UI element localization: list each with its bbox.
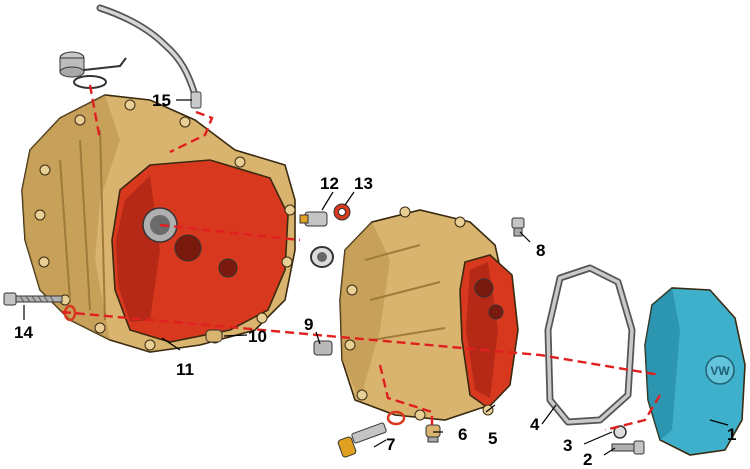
callout-5: 5 xyxy=(488,429,497,448)
svg-text:VW: VW xyxy=(710,364,730,378)
part-3-washer xyxy=(613,425,627,439)
breather-hose xyxy=(96,4,202,109)
part-13-nut xyxy=(333,203,351,221)
part-4-gasket xyxy=(544,264,636,426)
callout-12: 12 xyxy=(320,174,339,193)
callout-9: 9 xyxy=(304,315,313,334)
callout-10: 10 xyxy=(248,327,267,346)
callout-labels: 1 2 3 4 5 6 7 8 9 10 11 12 13 14 15 xyxy=(14,91,736,469)
callout-7: 7 xyxy=(386,435,395,454)
part-6-plug xyxy=(425,424,441,443)
callout-8: 8 xyxy=(536,241,545,260)
part-12-sensor xyxy=(299,211,334,268)
callout-6: 6 xyxy=(458,425,467,444)
rear-housing xyxy=(339,206,519,421)
filler-plug xyxy=(59,51,127,89)
assembly-axis-lines xyxy=(61,84,662,432)
callout-2: 2 xyxy=(583,450,592,469)
callout-3: 3 xyxy=(563,436,572,455)
part-14-bolt xyxy=(3,292,77,322)
callout-14: 14 xyxy=(14,323,33,342)
leader-lines xyxy=(23,99,729,456)
callout-1: 1 xyxy=(727,425,736,444)
callout-4: 4 xyxy=(530,415,540,434)
main-gearbox-housing xyxy=(21,94,296,353)
callout-13: 13 xyxy=(354,174,373,193)
callout-11: 11 xyxy=(176,360,194,379)
part-10-plug xyxy=(205,329,223,343)
part-2-bolt xyxy=(611,440,645,455)
part-1-cover: VW xyxy=(644,287,746,456)
part-9-block xyxy=(313,340,333,356)
part-8-bolt xyxy=(511,217,525,237)
callout-15: 15 xyxy=(152,91,171,110)
part-7-sender xyxy=(337,410,406,458)
